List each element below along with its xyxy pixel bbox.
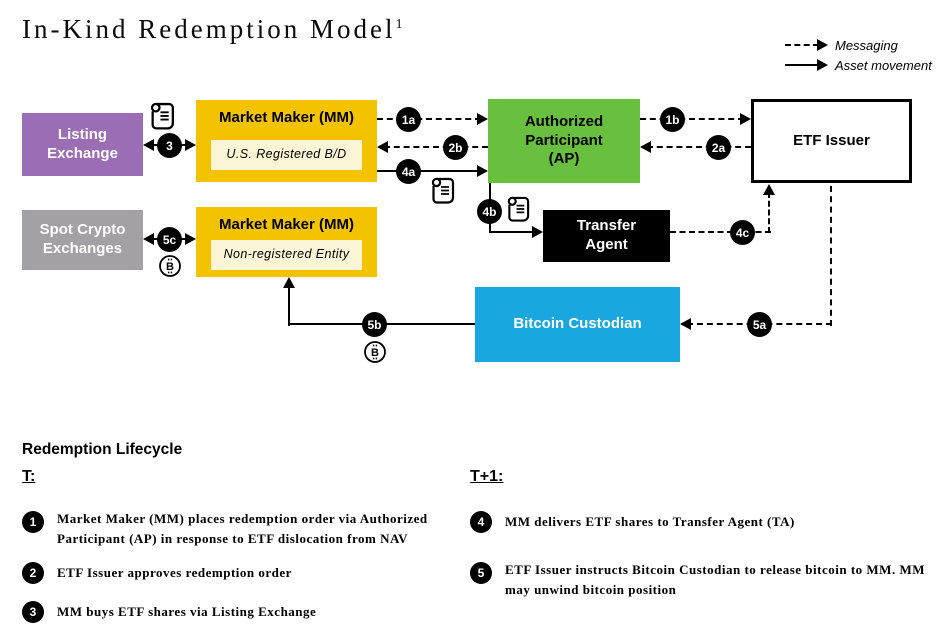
bitcoin-icon: B: [364, 341, 386, 363]
svg-text:B: B: [371, 347, 379, 359]
arrow-4c-vline: [768, 192, 770, 233]
certificate-icon: [507, 196, 530, 222]
lifecycle-heading: Redemption Lifecycle: [22, 441, 183, 458]
certificate-icon: [431, 177, 455, 204]
step-badge-3: 3: [157, 133, 182, 158]
arrow-1a-arrowhead-icon: [477, 113, 488, 125]
arrow-5c-right-arrowhead-icon: [185, 233, 196, 245]
arrow-5a-vline: [830, 186, 832, 326]
arrow-1a-line: [377, 118, 481, 120]
node-authorized-participant: Authorized Participant (AP): [488, 99, 640, 183]
lifecycle-phase-t1: T+1:: [470, 468, 504, 485]
step-badge-5b: 5b: [362, 312, 387, 337]
arrow-4b-hline: [489, 231, 535, 233]
step-badge-5a: 5a: [747, 312, 772, 337]
arrow-2b-arrowhead-icon: [377, 141, 388, 153]
node-market-maker-nonregistered-title: Market Maker (MM): [218, 216, 355, 233]
lifecycle-step-text: Market Maker (MM) places redemption orde…: [57, 511, 428, 547]
arrow-3-right-arrowhead-icon: [185, 139, 196, 151]
arrow-4a-line: [377, 170, 483, 172]
arrow-4c-arrowhead-icon: [763, 184, 775, 195]
arrow-5b-vline: [288, 285, 290, 326]
page-title: In-Kind Redemption Model1: [22, 14, 403, 44]
legend-asset-line: [785, 64, 819, 66]
step-badge-4b: 4b: [477, 199, 502, 224]
svg-text:B: B: [166, 261, 174, 273]
legend-messaging-label: Messaging: [835, 38, 898, 53]
lifecycle-step-number: 2: [22, 562, 44, 584]
bitcoin-icon: B: [159, 255, 181, 277]
node-market-maker-nonregistered: Market Maker (MM) Non-registered Entity: [196, 207, 377, 277]
node-market-maker-registered: Market Maker (MM) U.S. Registered B/D: [196, 100, 377, 182]
lifecycle-step-number: 1: [22, 511, 44, 533]
step-badge-5c: 5c: [157, 227, 182, 252]
arrow-2a-arrowhead-icon: [640, 141, 651, 153]
lifecycle-step-text: MM buys ETF shares via Listing Exchange: [57, 604, 317, 619]
node-market-maker-nonregistered-subtitle: Non-registered Entity: [211, 240, 362, 270]
legend-messaging-arrowhead-icon: [817, 39, 828, 51]
arrow-5a-arrowhead-icon: [680, 318, 691, 330]
arrow-2a-line: [647, 146, 751, 148]
arrow-4a-arrowhead-icon: [477, 165, 488, 177]
node-bitcoin-custodian: Bitcoin Custodian: [475, 287, 680, 362]
arrow-5b-arrowhead-icon: [283, 277, 295, 288]
arrow-4b-arrowhead-icon: [532, 226, 543, 238]
arrow-1b-line: [640, 118, 744, 120]
node-listing-exchange: Listing Exchange: [22, 113, 143, 176]
lifecycle-step-text: ETF Issuer approves redemption order: [57, 565, 292, 580]
lifecycle-step-number: 5: [470, 562, 492, 584]
legend-messaging-line: [785, 44, 819, 46]
node-spot-crypto-exchanges: Spot Crypto Exchanges: [22, 210, 143, 270]
legend-asset-label: Asset movement: [835, 58, 932, 73]
node-transfer-agent: Transfer Agent: [543, 210, 670, 262]
step-badge-4a: 4a: [396, 159, 421, 184]
step-badge-1a: 1a: [396, 107, 421, 132]
certificate-icon: [150, 102, 174, 130]
step-badge-2a: 2a: [706, 135, 731, 160]
node-etf-issuer: ETF Issuer: [751, 99, 912, 183]
step-badge-4c: 4c: [730, 220, 755, 245]
step-badge-1b: 1b: [660, 107, 685, 132]
lifecycle-step-text: MM delivers ETF shares to Transfer Agent…: [505, 514, 795, 529]
legend-asset-arrowhead-icon: [817, 59, 828, 71]
step-badge-2b: 2b: [443, 135, 468, 160]
node-market-maker-registered-title: Market Maker (MM): [218, 109, 355, 126]
arrow-2b-line: [384, 146, 488, 148]
title-footnote: 1: [395, 17, 403, 32]
lifecycle-step-number: 4: [470, 511, 492, 533]
lifecycle-step-number: 3: [22, 601, 44, 623]
arrow-4c-hline: [670, 231, 771, 233]
node-market-maker-registered-subtitle: U.S. Registered B/D: [211, 140, 362, 170]
arrow-3-left-arrowhead-icon: [143, 139, 154, 151]
arrow-1b-arrowhead-icon: [740, 113, 751, 125]
arrow-5c-left-arrowhead-icon: [143, 233, 154, 245]
lifecycle-phase-t: T:: [22, 468, 36, 485]
lifecycle-step-text: ETF Issuer instructs Bitcoin Custodian t…: [505, 562, 925, 598]
